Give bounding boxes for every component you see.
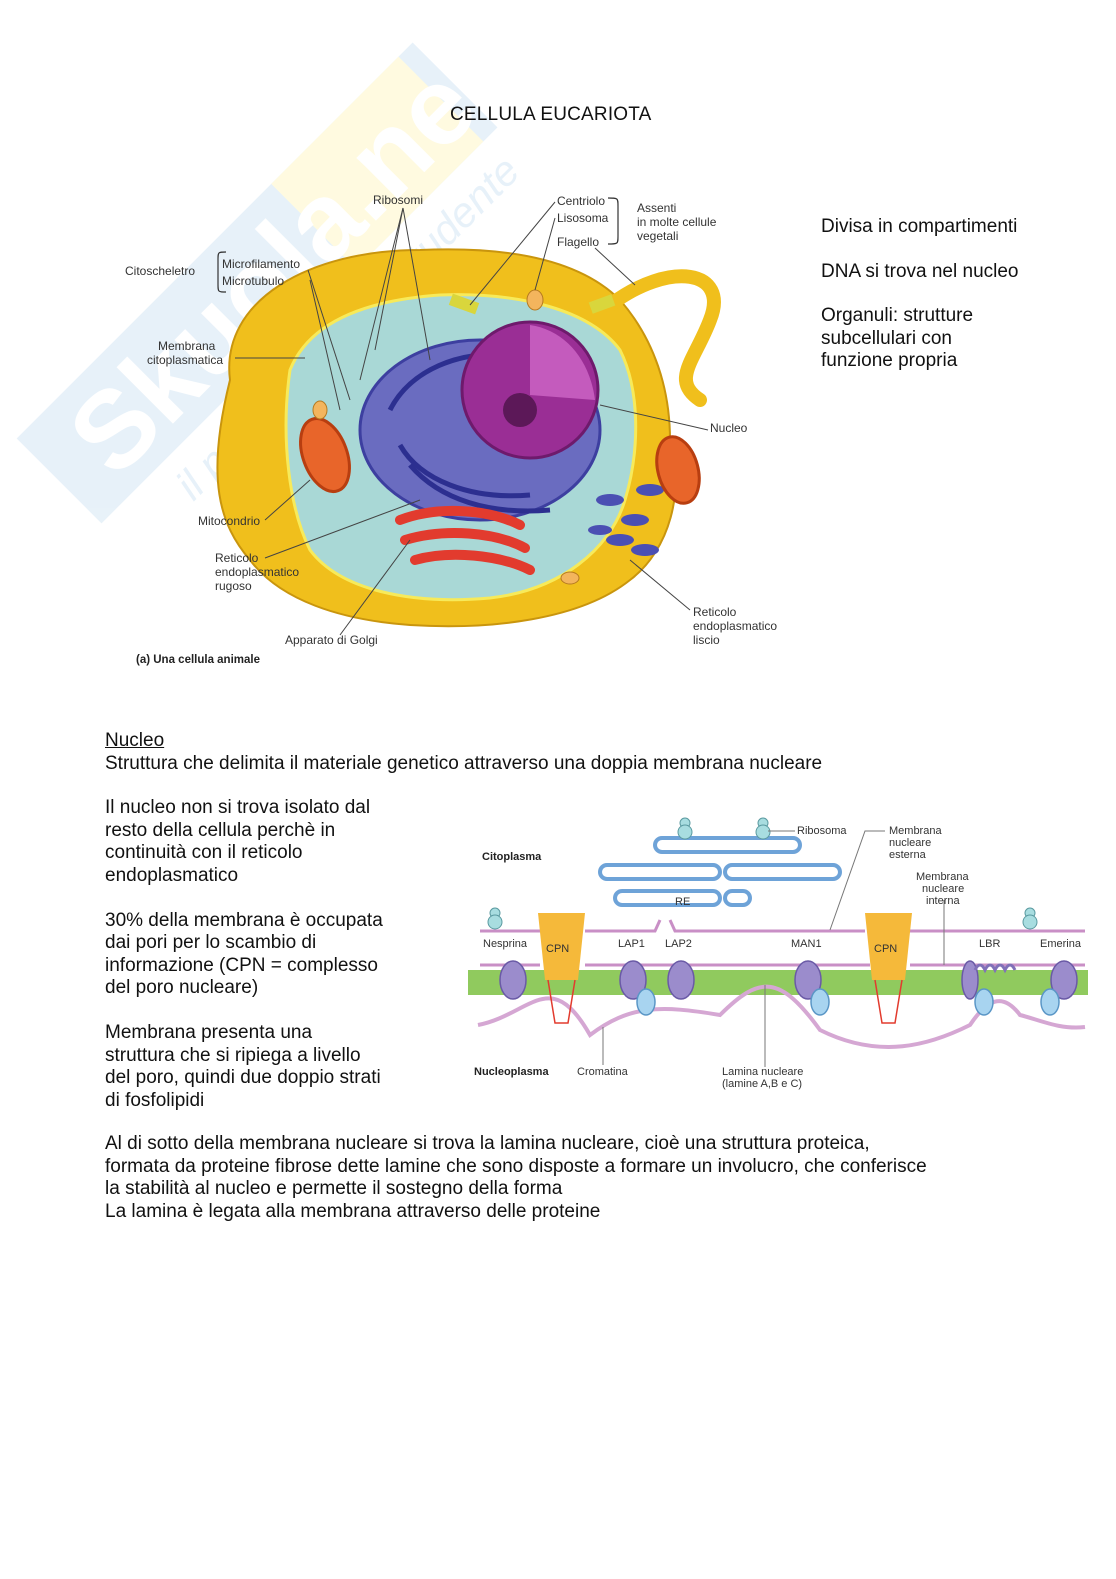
label-lap2: LAP2 [665, 938, 692, 950]
label-cpn-left: CPN [546, 943, 569, 955]
nucleo-notes: Il nucleo non si trova isolato dal resto… [105, 797, 435, 1135]
nuclear-pore-left [538, 913, 585, 1024]
label-interna-3: interna [926, 895, 961, 907]
label-interna-2: nucleare [922, 883, 964, 895]
centriole [588, 294, 616, 314]
label-esterna-1: Membrana [889, 825, 942, 837]
label-microtubulo: Microtubulo [222, 274, 284, 288]
text-line: del poro nucleare) [105, 977, 259, 998]
label-citoplasma: Citoplasma [482, 851, 542, 863]
mitochondrion-right [655, 435, 701, 505]
label-membrana-2: citoplasmatica [147, 353, 223, 367]
text-line: informazione (CPN = complesso [105, 954, 378, 976]
nuclear-membrane-diagram: Citoplasma Nucleoplasma Ribosoma RE Memb… [468, 817, 1088, 1090]
text-line: La lamina è legata alla membrana attrave… [105, 1200, 601, 1222]
page-title: CELLULA EUCARIOTA [450, 104, 652, 125]
label-ser-3: liscio [693, 633, 720, 647]
side-note: DNA si trova nel nucleo [821, 260, 1019, 282]
note-paragraph: 30% della membrana è occupata dai pori p… [105, 910, 435, 1000]
text-line: continuità con il reticolo [105, 842, 303, 863]
section-intro: Struttura che delimita il materiale gene… [105, 753, 823, 774]
nucleolus [503, 393, 537, 427]
label-ribosoma: Ribosoma [797, 825, 847, 837]
text-line: struttura che si ripiega a livello [105, 1044, 361, 1066]
er-cisterna [408, 463, 551, 514]
label-ser-2: endoplasmatico [693, 619, 777, 633]
lysosome [560, 571, 580, 585]
lysosome [312, 400, 328, 420]
nuclear-pore-right [865, 913, 912, 1024]
label-flagello: Flagello [557, 235, 599, 249]
label-esterna-3: esterna [889, 849, 927, 861]
lbr-coil [973, 963, 1017, 974]
label-mitocondrio: Mitocondrio [198, 514, 260, 528]
membrane-leader-lines [602, 830, 945, 1067]
assenti-bracket [607, 197, 619, 245]
binding-proteins [636, 988, 1060, 1016]
text-line: Al di sotto della membrana nucleare si t… [105, 1133, 870, 1154]
text-line: di fosfolipidi [105, 1089, 205, 1111]
section-heading-nucleo: Nucleo [105, 730, 165, 751]
nucleus-cutaway [530, 325, 595, 400]
note-paragraph: Il nucleo non si trova isolato dal resto… [105, 797, 435, 887]
text-line: formata da proteine fibrose dette lamine… [105, 1155, 927, 1177]
label-ribosomi: Ribosomi [373, 193, 423, 207]
label-man1: MAN1 [791, 938, 822, 950]
label-microfilamento: Microfilamento [222, 257, 300, 271]
text-line: Il nucleo non si trova isolato dal [105, 797, 371, 818]
lysosome [526, 289, 544, 311]
label-lisosoma: Lisosoma [557, 211, 609, 225]
label-ser-1: Reticolo [693, 605, 737, 619]
label-lamina-2: (lamine A,B e C) [722, 1078, 802, 1090]
label-lamina-1: Lamina nucleare [722, 1066, 803, 1078]
note-paragraph: Membrana presenta una struttura che si r… [105, 1022, 435, 1112]
cell-diagram: Ribosomi Citoscheletro Microfilamento Mi… [125, 193, 777, 666]
label-rer-3: rugoso [215, 579, 252, 593]
text-line: resto della cellula perchè in [105, 819, 336, 841]
label-esterna-2: nucleare [889, 837, 931, 849]
label-assenti-2: in molte cellule [637, 215, 717, 229]
label-nucleo: Nucleo [710, 421, 748, 435]
centriole [448, 293, 480, 315]
label-emerina: Emerina [1040, 938, 1082, 950]
side-note: Divisa in compartimenti [821, 216, 1018, 237]
flagellum [603, 269, 721, 407]
label-assenti-1: Assenti [637, 201, 676, 215]
text-line: dai pori per lo scambio di [105, 932, 317, 953]
text-line: del poro, quindi due doppio strati [105, 1067, 381, 1088]
label-lap1: LAP1 [618, 938, 645, 950]
leader-lines [235, 201, 709, 636]
smooth-er [588, 484, 664, 556]
er-cisterna [397, 443, 531, 499]
label-re: RE [675, 896, 690, 908]
label-golgi: Apparato di Golgi [285, 633, 378, 647]
text-line: 30% della membrana è occupata [105, 909, 383, 931]
golgi-apparatus [395, 505, 535, 575]
lamina-paragraph: Al di sotto della membrana nucleare si t… [105, 1133, 1065, 1223]
label-cromatina: Cromatina [577, 1066, 629, 1078]
side-notes: Divisa in compartimenti DNA si trova nel… [821, 216, 1021, 395]
mitochondrion-left [299, 417, 351, 493]
text-line: endoplasmatico [105, 864, 239, 886]
side-note: Organuli: strutture subcellulari con fun… [821, 305, 974, 371]
citoscheletro-bracket [217, 251, 227, 293]
label-assenti-3: vegetali [637, 229, 678, 243]
ribosome-group [487, 817, 1038, 930]
figure-caption: (a) Una cellula animale [136, 654, 260, 666]
text-line: Membrana presenta una [105, 1022, 313, 1043]
er-tubes [598, 836, 842, 907]
label-nucleoplasma: Nucleoplasma [474, 1066, 549, 1078]
label-rer-1: Reticolo [215, 551, 259, 565]
label-centriolo: Centriolo [557, 194, 605, 208]
label-rer-2: endoplasmatico [215, 565, 299, 579]
label-lbr: LBR [979, 938, 1000, 950]
label-interna-1: Membrana [916, 871, 969, 883]
label-membrana-1: Membrana [158, 339, 216, 353]
label-cpn-right: CPN [874, 943, 897, 955]
text-line: la stabilità al nucleo e permette il sos… [105, 1178, 563, 1199]
membrane-proteins [499, 960, 1078, 1000]
label-citoscheletro: Citoscheletro [125, 264, 195, 278]
label-nesprina: Nesprina [483, 938, 528, 950]
chromatin [477, 984, 1086, 1049]
